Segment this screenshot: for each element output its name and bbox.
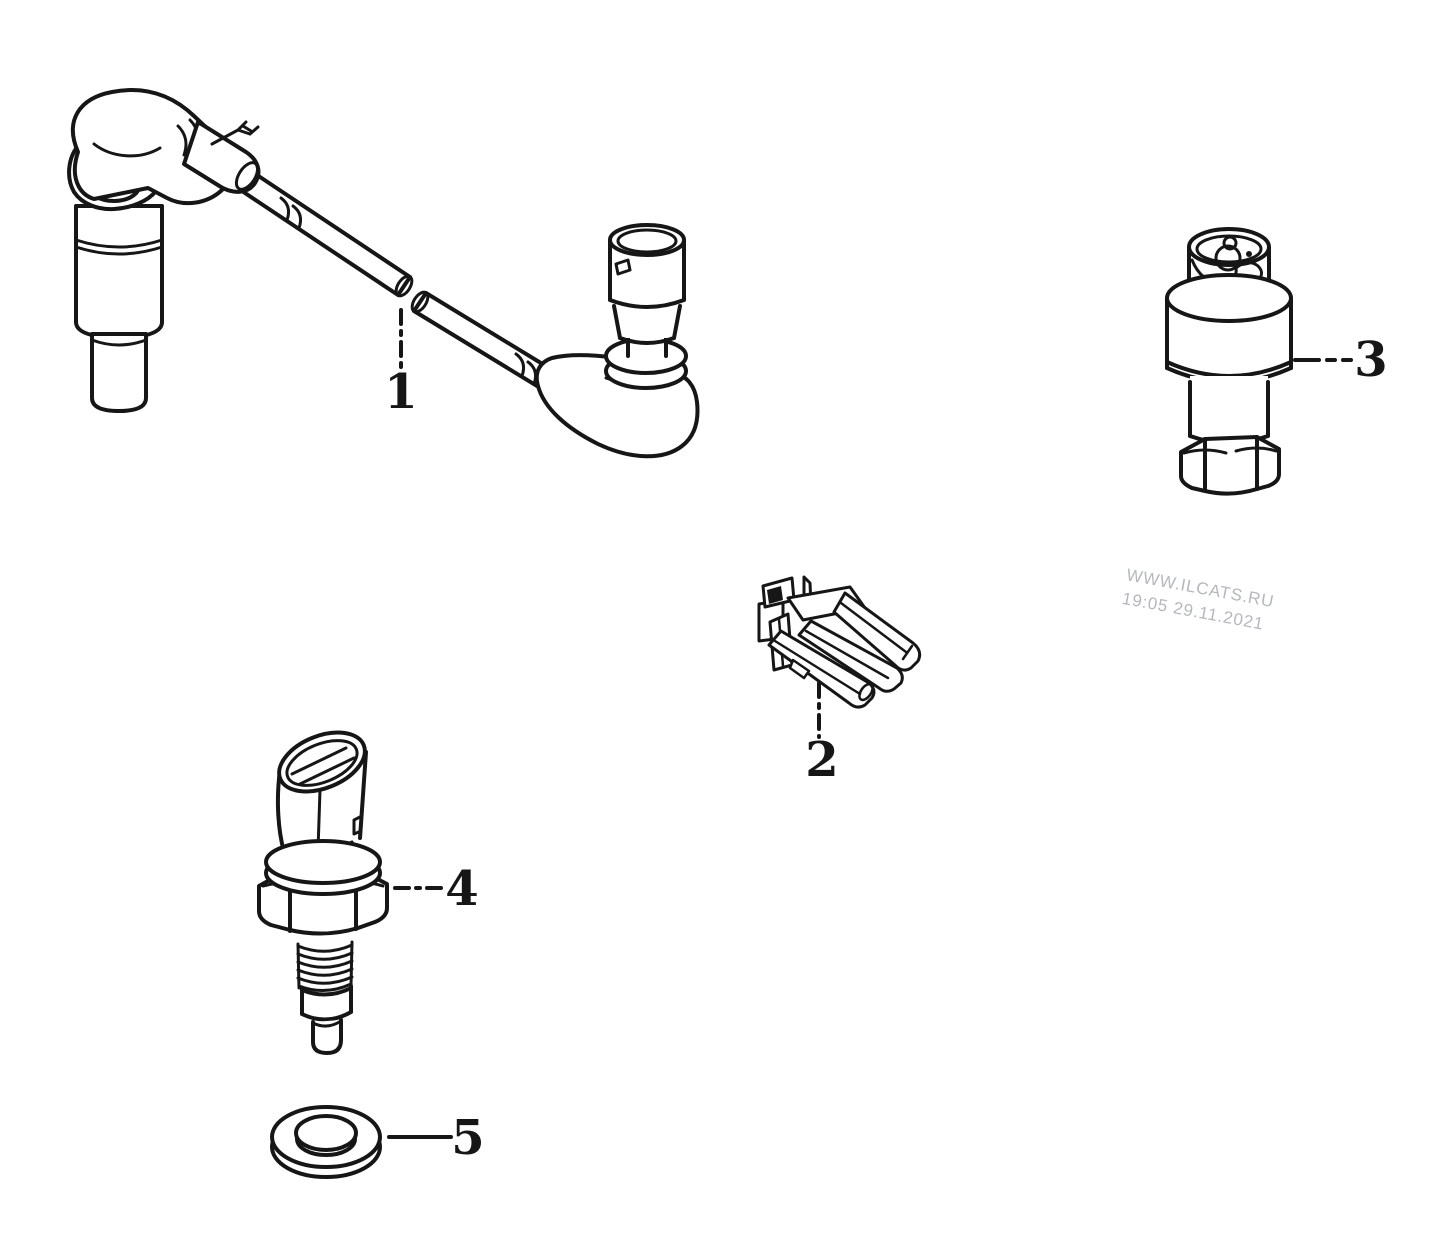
part-1-speed-sensor-drawing <box>67 87 700 459</box>
taper-sides <box>612 304 682 345</box>
callout-3-label[interactable]: 3 <box>1354 332 1387 388</box>
plunger-top-arc <box>311 1019 343 1028</box>
collar-ring-arc <box>74 238 164 256</box>
switch-drum <box>1165 273 1293 384</box>
socket-latch-hole <box>614 258 632 276</box>
thread-ridges <box>296 943 354 992</box>
cable-1-end-cap <box>394 274 414 298</box>
part-3-pressure-switch-drawing <box>1165 227 1293 496</box>
lower-rail-tip-cap <box>858 682 874 702</box>
terminal-divider <box>290 746 356 786</box>
collar-flange <box>264 839 382 896</box>
socket-cylinder-fill <box>610 238 684 309</box>
lower-cap <box>300 984 353 1022</box>
callout-2-label[interactable]: 2 <box>805 732 838 788</box>
watermark: WWW.ILCATS.RU 19:05 29.11.2021 <box>1121 565 1276 634</box>
cable-2-rings <box>514 352 537 386</box>
narrow-barrel <box>90 332 148 413</box>
drum-top <box>1165 273 1293 323</box>
part-2-bracket-drawing <box>757 575 922 709</box>
socket-rim-inner <box>616 228 678 254</box>
callout-1-label[interactable]: 1 <box>384 364 417 420</box>
part-5-washer-drawing <box>270 1105 382 1179</box>
connector-housing <box>275 730 368 854</box>
callout-5-label[interactable]: 5 <box>451 1110 484 1166</box>
callout-4-label[interactable]: 4 <box>445 861 478 917</box>
wire-clip <box>210 120 260 146</box>
collar-upper <box>264 839 382 885</box>
threaded-shaft <box>296 940 354 992</box>
boot-tip-cap <box>234 161 260 191</box>
taper-fill <box>614 306 680 338</box>
washer-bore <box>294 1114 358 1152</box>
cable-1-rings <box>279 196 302 230</box>
hex-silhouette <box>1179 435 1281 496</box>
cable-segment-2 <box>410 290 556 391</box>
bottom-tab <box>788 658 811 680</box>
cable-segment-1 <box>240 171 414 298</box>
connector-block-core <box>767 586 783 604</box>
cable-2-start-cap <box>410 290 430 314</box>
sensor-body <box>74 204 164 413</box>
elbow-connector <box>534 223 700 459</box>
wide-barrel <box>74 204 164 340</box>
hex-facet-lines <box>1203 435 1259 493</box>
cable-2-body <box>412 291 556 391</box>
upper-rail-edge <box>839 601 914 661</box>
plunger-outline <box>311 1018 343 1055</box>
thread-fill <box>298 942 352 988</box>
switch-neck <box>1188 376 1270 445</box>
part-4-switch-drawing <box>257 730 389 1055</box>
head-contour-line <box>92 142 162 158</box>
cable-1-body <box>240 171 412 297</box>
pin-small <box>1222 235 1238 251</box>
neck-fill <box>1190 376 1268 443</box>
plunger-pin <box>311 1018 343 1055</box>
hex-chamfer-arcs <box>1182 446 1278 455</box>
housing-rim-inner <box>285 739 359 787</box>
housing-notch <box>352 814 364 836</box>
lower-rail-edge <box>773 639 862 696</box>
housing-rim-outer <box>277 730 367 794</box>
pin-large <box>1214 244 1242 272</box>
narrow-barrel-top-arc <box>90 338 148 347</box>
socket-cylinder-sides <box>608 238 686 309</box>
drum-sides <box>1165 296 1293 370</box>
hex-nut <box>1179 435 1281 496</box>
head-boot <box>176 118 261 194</box>
cap-strokes <box>300 984 353 1022</box>
pin-dot <box>1246 251 1252 257</box>
middle-rail-edge <box>804 629 890 680</box>
